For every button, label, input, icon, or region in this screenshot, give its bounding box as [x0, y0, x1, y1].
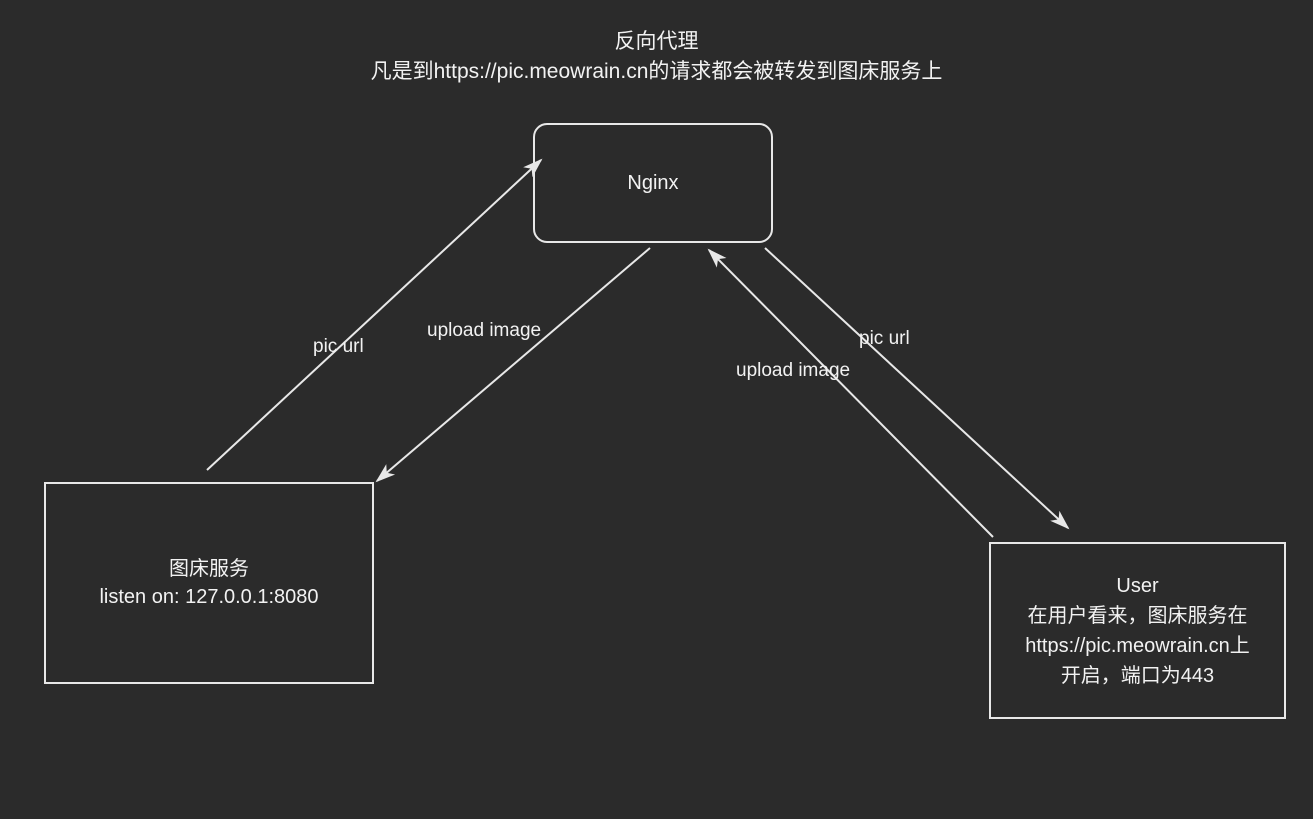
edge-nginx-to-user: [764, 247, 1070, 530]
edge-image-service-to-nginx: [206, 158, 543, 471]
node-image-service-label: 图床服务: [169, 558, 249, 580]
edge-label-user-to-nginx: upload image: [736, 360, 851, 381]
node-nginx[interactable]: Nginx: [533, 123, 773, 243]
node-user[interactable]: User 在用户看来，图床服务在 https://pic.meowrain.cn…: [989, 542, 1286, 719]
node-user-note-line-1: 在用户看来，图床服务在: [1027, 604, 1248, 627]
node-image-service[interactable]: 图床服务 listen on: 127.0.0.1:8080: [44, 482, 374, 684]
node-nginx-label: Nginx: [627, 171, 679, 194]
diagram-title-line-1: 反向代理: [614, 30, 699, 53]
node-user-note-line-3: 开启，端口为443: [1060, 664, 1215, 687]
edge-label-nginx-to-image-service: upload image: [427, 320, 542, 341]
edge-user-to-nginx: [707, 248, 994, 538]
diagram-title: 反向代理 凡是到https://pic.meowrain.cn的请求都会被转发到…: [0, 27, 1313, 87]
diagram-title-subtitle: 凡是到https://pic.meowrain.cn的请求都会被转发到图床服务上: [370, 60, 943, 83]
node-user-note-line-2: https://pic.meowrain.cn上: [1025, 634, 1250, 657]
node-image-service-listen-address: listen on: 127.0.0.1:8080: [99, 586, 319, 608]
edge-nginx-to-image-service: [375, 247, 651, 483]
edge-label-nginx-to-user: pic url: [859, 328, 910, 349]
node-user-label: User: [1116, 574, 1159, 597]
edge-label-image-service-to-nginx: pic url: [313, 336, 364, 357]
